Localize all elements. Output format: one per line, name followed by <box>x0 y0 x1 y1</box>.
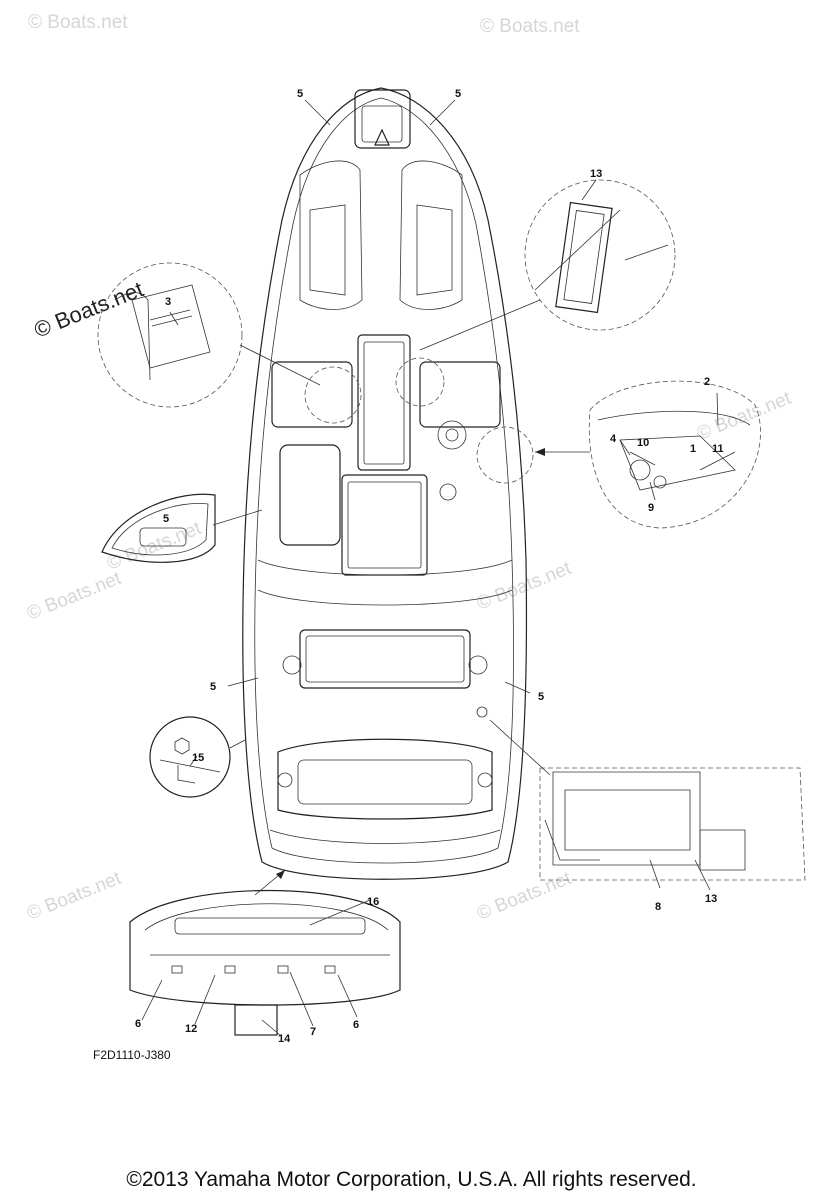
callout-6: 6 <box>135 1018 141 1030</box>
inset-decals-rear-right <box>489 719 806 881</box>
callout-1: 1 <box>690 443 696 455</box>
main-watermark: © Boats.net <box>31 276 147 342</box>
watermark: © Boats.net <box>474 868 575 925</box>
callout-12: 12 <box>185 1023 197 1035</box>
callout-13: 13 <box>705 893 717 905</box>
callout-8: 8 <box>655 901 661 913</box>
callout-5: 5 <box>455 88 461 100</box>
callout-4: 4 <box>610 433 617 445</box>
boat-hull <box>242 87 534 880</box>
callout-11: 11 <box>712 443 724 455</box>
callout-14: 14 <box>278 1033 291 1045</box>
callout-5: 5 <box>297 88 303 100</box>
inset-decal-3 <box>97 262 321 408</box>
watermark: © Boats.net <box>28 12 128 33</box>
copyright-notice: ©2013 Yamaha Motor Corporation, U.S.A. A… <box>126 1168 697 1191</box>
callout-13: 13 <box>590 168 602 180</box>
callout-labels: 5 5 13 3 2 4 10 1 11 9 5 5 5 15 8 13 16 … <box>135 88 724 1045</box>
callout-5: 5 <box>210 681 216 693</box>
callout-6: 6 <box>353 1019 359 1031</box>
callout-5: 5 <box>538 691 544 703</box>
callout-15: 15 <box>192 752 204 764</box>
watermark: © Boats.net <box>24 568 125 625</box>
callout-9: 9 <box>648 502 654 514</box>
figure-code: F2D1110-J380 <box>93 1048 171 1062</box>
leader-lines <box>141 99 736 1036</box>
watermark: © Boats.net <box>474 558 575 615</box>
callout-3: 3 <box>165 296 171 308</box>
callout-2: 2 <box>704 376 710 388</box>
callout-10: 10 <box>637 437 649 449</box>
inset-decal-13-top <box>419 179 676 351</box>
inset-decal-5-side <box>101 493 263 563</box>
callout-16: 16 <box>367 896 379 908</box>
inset-decals-right <box>535 380 761 529</box>
watermark: © Boats.net <box>480 16 580 37</box>
watermark: © Boats.net <box>24 868 125 925</box>
watermark: © Boats.net <box>694 388 795 445</box>
inset-stern <box>129 869 401 1036</box>
callout-5: 5 <box>163 513 169 525</box>
callout-7: 7 <box>310 1026 316 1038</box>
